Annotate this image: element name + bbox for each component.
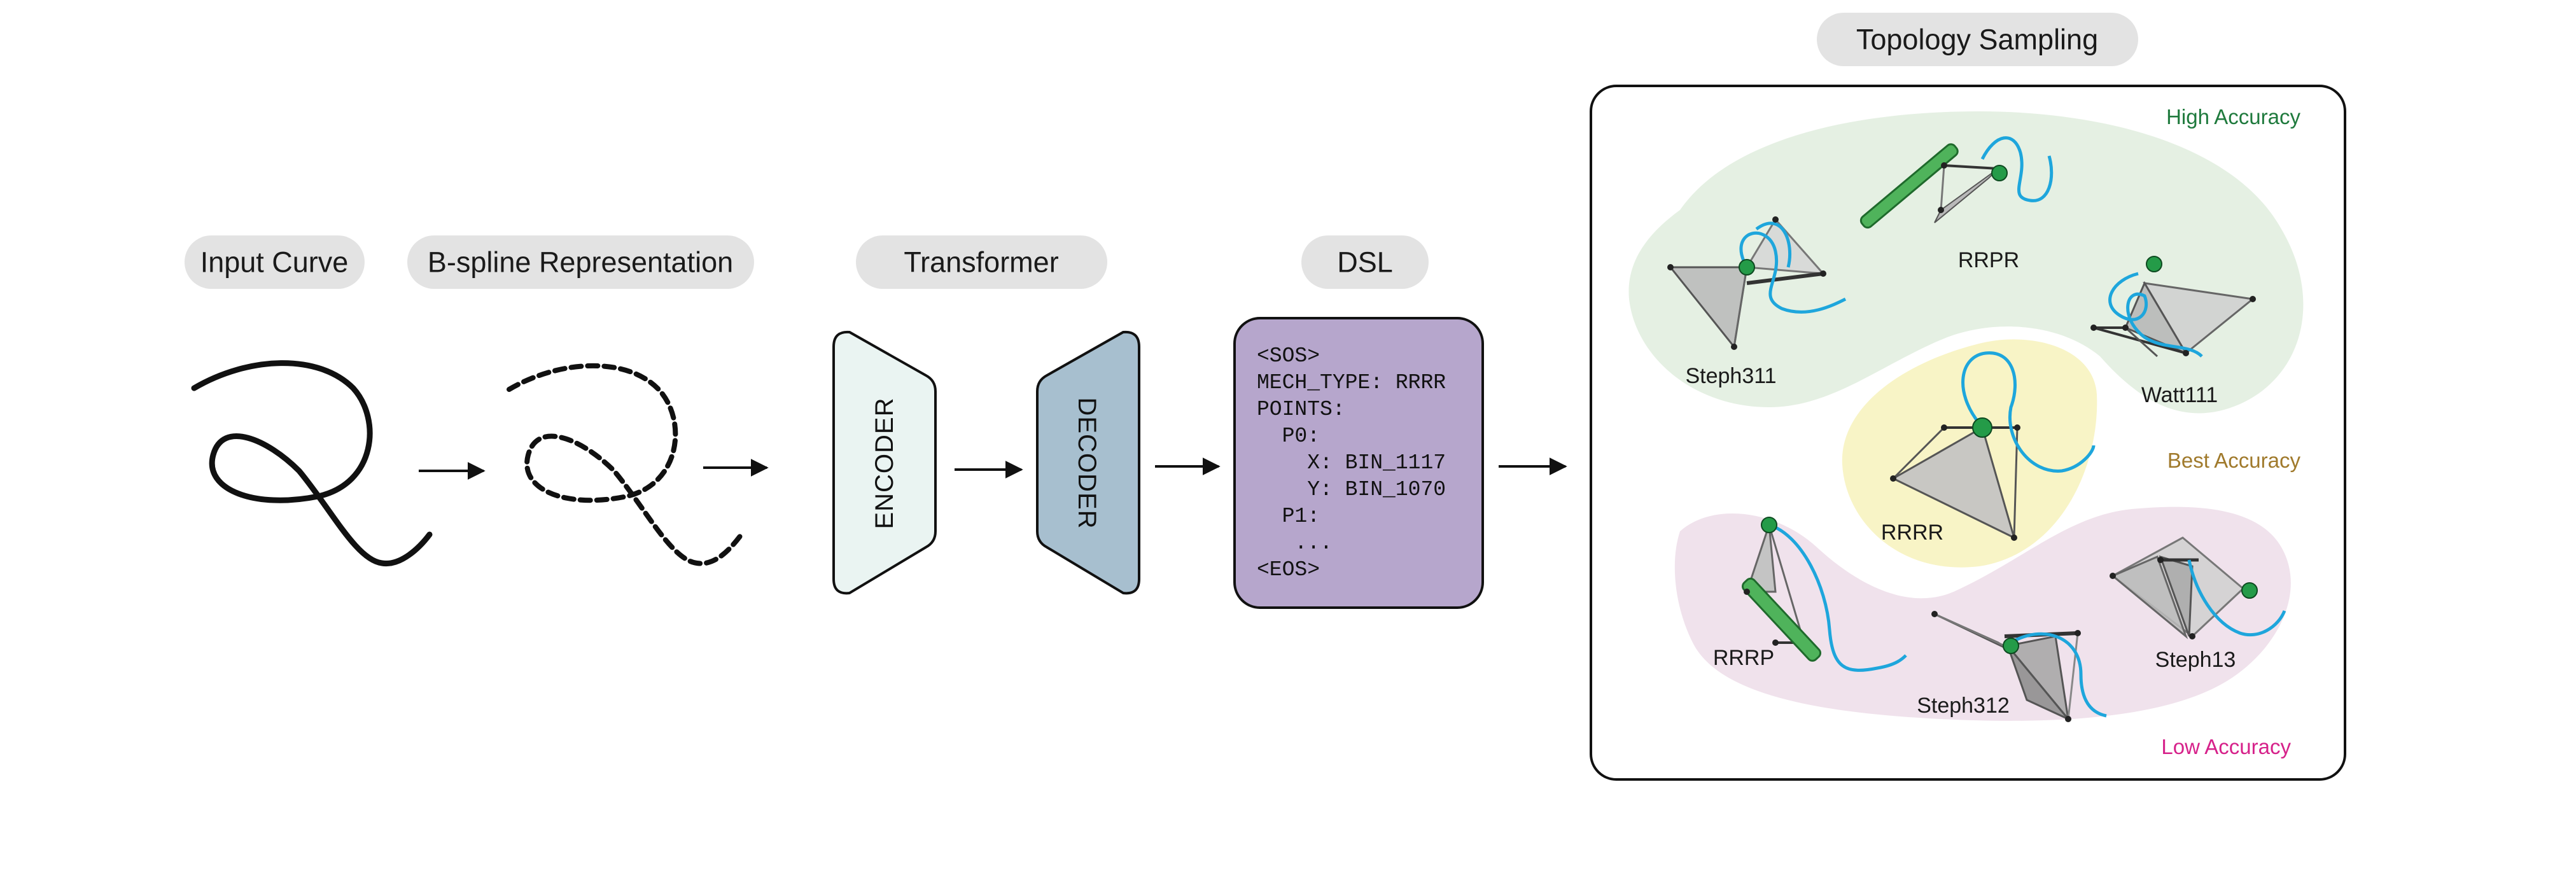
- steph13-label: Steph13: [2155, 648, 2236, 672]
- rrrr-label: RRRR: [1881, 520, 1943, 545]
- rrrr-mechanism: RRRR: [1881, 351, 2096, 545]
- bspline-label: B-spline Representation: [428, 246, 733, 279]
- transformer-pill: Transformer: [856, 235, 1107, 289]
- steph312-label: Steph312: [1917, 694, 2010, 718]
- encoder-block: ENCODER: [832, 330, 937, 595]
- low-accuracy-region: [1674, 506, 2291, 721]
- low-accuracy-label: Low Accuracy: [2161, 735, 2291, 758]
- dsl-line-2: POINTS:: [1257, 398, 1345, 421]
- dsl-box: <SOS> MECH_TYPE: RRRR POINTS: P0: X: BIN…: [1233, 317, 1484, 609]
- topology-pill: Topology Sampling: [1817, 13, 2138, 66]
- dsl-line-1: MECH_TYPE: RRRR: [1257, 371, 1446, 395]
- input-curve: [191, 360, 433, 566]
- decoder-label: DECODER: [1073, 397, 1101, 529]
- rrrp-mechanism: RRRP: [1713, 517, 1907, 672]
- transformer-label: Transformer: [904, 246, 1058, 279]
- rrpr-label: RRPR: [1958, 248, 2019, 272]
- steph312-mechanism: Steph312: [1917, 611, 2107, 723]
- dsl-line-5: Y: BIN_1070: [1257, 478, 1446, 501]
- dsl-line-4: X: BIN_1117: [1257, 451, 1446, 475]
- encoder-label: ENCODER: [871, 397, 899, 529]
- bspline-pill: B-spline Representation: [407, 235, 754, 289]
- high-accuracy-label: High Accuracy: [2166, 105, 2300, 129]
- decoder-block: DECODER: [1036, 330, 1140, 595]
- dsl-line-0: <SOS>: [1257, 344, 1320, 368]
- topology-label: Topology Sampling: [1856, 24, 2098, 56]
- dsl-line-8: <EOS>: [1257, 558, 1320, 582]
- input-curve-pill: Input Curve: [185, 235, 365, 289]
- best-accuracy-label: Best Accuracy: [2167, 449, 2301, 472]
- steph13-mechanism: Steph13: [2110, 536, 2286, 672]
- steph311-label: Steph311: [1685, 364, 1776, 388]
- dsl-pill: DSL: [1301, 235, 1429, 289]
- dsl-line-3: P0:: [1257, 424, 1320, 448]
- bspline-curve: [507, 363, 744, 566]
- rrrp-label: RRRP: [1713, 646, 1774, 670]
- dsl-label: DSL: [1337, 246, 1393, 279]
- watt111-label: Watt111: [2141, 383, 2218, 407]
- rrpr-mechanism: RRPR: [1859, 136, 2054, 272]
- input-curve-label: Input Curve: [200, 246, 349, 279]
- steph311-mechanism: Steph311: [1667, 216, 1847, 388]
- dsl-line-6: P1:: [1257, 505, 1320, 528]
- dsl-line-7: ...: [1257, 531, 1333, 555]
- watt111-mechanism: Watt111: [2090, 256, 2256, 407]
